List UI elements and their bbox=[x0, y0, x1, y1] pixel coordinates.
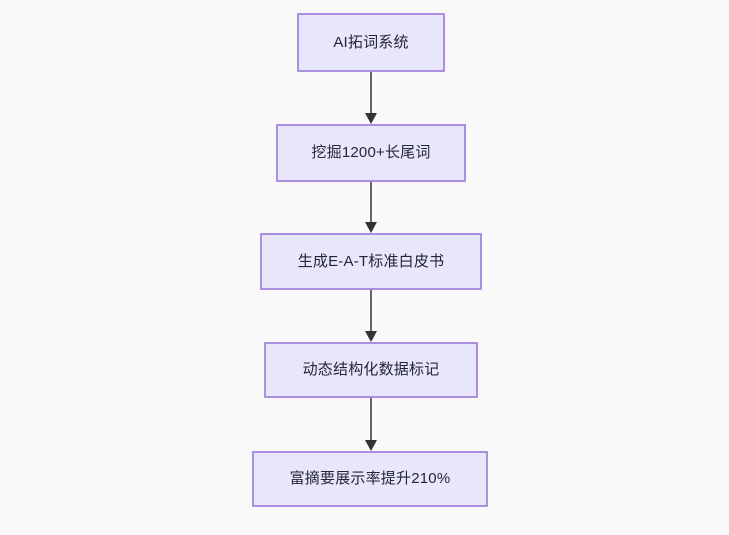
arrowhead-icon bbox=[365, 331, 377, 342]
flow-node-generate-eat-whitepaper[interactable]: 生成E-A-T标准白皮书 bbox=[260, 233, 482, 290]
flow-node-label: 富摘要展示率提升210% bbox=[289, 470, 451, 487]
flow-node-label: AI拓词系统 bbox=[333, 33, 409, 51]
flow-node-label: 挖掘1200+长尾词 bbox=[311, 144, 431, 161]
arrowhead-icon bbox=[365, 113, 377, 124]
flow-node-mine-longtail-keywords[interactable]: 挖掘1200+长尾词 bbox=[276, 124, 466, 182]
flow-node-rich-snippet-rate-increase[interactable]: 富摘要展示率提升210% bbox=[252, 451, 488, 507]
arrowhead-icon bbox=[365, 440, 377, 451]
edge-n3-n4 bbox=[355, 286, 387, 346]
edge-n1-n2 bbox=[355, 68, 387, 128]
flow-node-dynamic-structured-data-markup[interactable]: 动态结构化数据标记 bbox=[264, 342, 478, 398]
arrowhead-icon bbox=[365, 222, 377, 233]
flow-node-label: 生成E-A-T标准白皮书 bbox=[297, 252, 445, 270]
flow-node-ai-keyword-system[interactable]: AI拓词系统 bbox=[297, 13, 445, 72]
edge-n4-n5 bbox=[355, 394, 387, 455]
flow-node-label: 动态结构化数据标记 bbox=[302, 361, 440, 378]
edge-n2-n3 bbox=[355, 178, 387, 238]
